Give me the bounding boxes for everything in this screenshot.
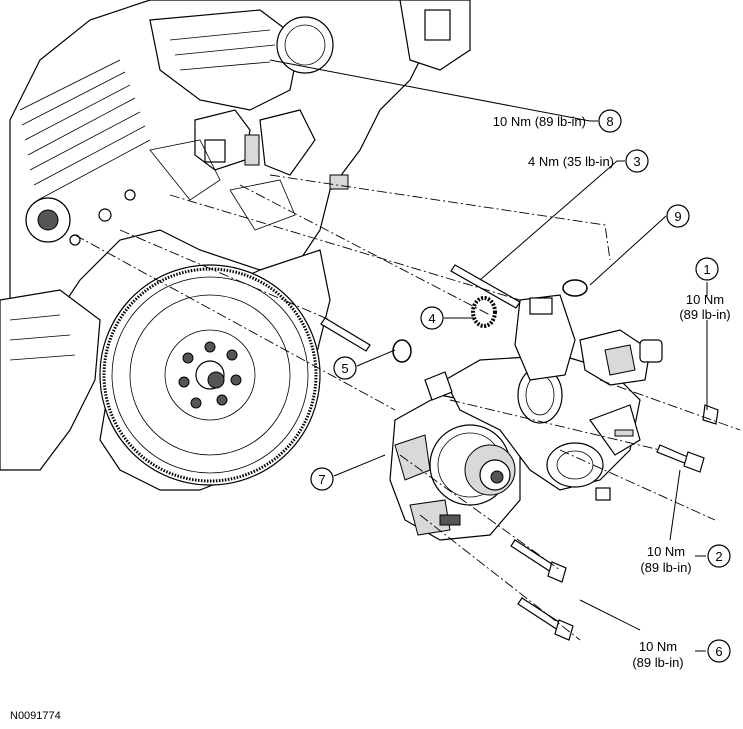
stud-upper (320, 317, 371, 352)
callout-7-number: 7 (318, 472, 325, 487)
callout-3: 3 (625, 149, 649, 173)
torque-label-3: 4 Nm (35 lb-in) (528, 154, 614, 169)
torque-label-6-line2: (89 lb-in) (632, 655, 683, 670)
torque-label-6-line1: 10 Nm (639, 639, 677, 654)
flexplate-bolts (178, 341, 242, 409)
gasket-item-4 (471, 296, 497, 328)
callout-5: 5 (333, 356, 357, 380)
o-ring-item-9 (562, 279, 588, 297)
callout-8-number: 8 (606, 114, 613, 129)
torque-label-2-line2: (89 lb-in) (640, 560, 691, 575)
flexplate (99, 264, 321, 486)
callout-4: 4 (420, 306, 444, 330)
bolt-item-2 (656, 444, 705, 473)
bolt-item-6-upper (510, 539, 567, 583)
callout-6: 6 (707, 639, 731, 663)
torque-label-1-line1: 10 Nm (686, 292, 724, 307)
o-ring-item-5 (392, 339, 412, 363)
torque-label-1-line2: (89 lb-in) (679, 307, 730, 322)
leader-lines (269, 59, 708, 652)
callout-3-number: 3 (633, 154, 640, 169)
callout-1-number: 1 (703, 262, 710, 277)
water-pump (389, 394, 521, 541)
bolt-item-6-lower (517, 597, 574, 641)
callout-2-number: 2 (715, 549, 722, 564)
callout-8: 8 (598, 109, 622, 133)
callout-6-number: 6 (715, 644, 722, 659)
water-outlet-housing (424, 294, 663, 501)
callout-5-number: 5 (341, 361, 348, 376)
callout-9: 9 (666, 204, 690, 228)
callout-7: 7 (310, 467, 334, 491)
torque-label-2-line1: 10 Nm (647, 544, 685, 559)
alignment-lines (74, 174, 741, 641)
callout-9-number: 9 (674, 209, 681, 224)
callout-1: 1 (695, 257, 719, 281)
callout-4-number: 4 (428, 311, 435, 326)
figure-reference-id: N0091774 (10, 710, 61, 722)
stud-item-3 (450, 264, 521, 309)
callout-2: 2 (707, 544, 731, 568)
torque-label-8: 10 Nm (89 lb-in) (493, 114, 586, 129)
